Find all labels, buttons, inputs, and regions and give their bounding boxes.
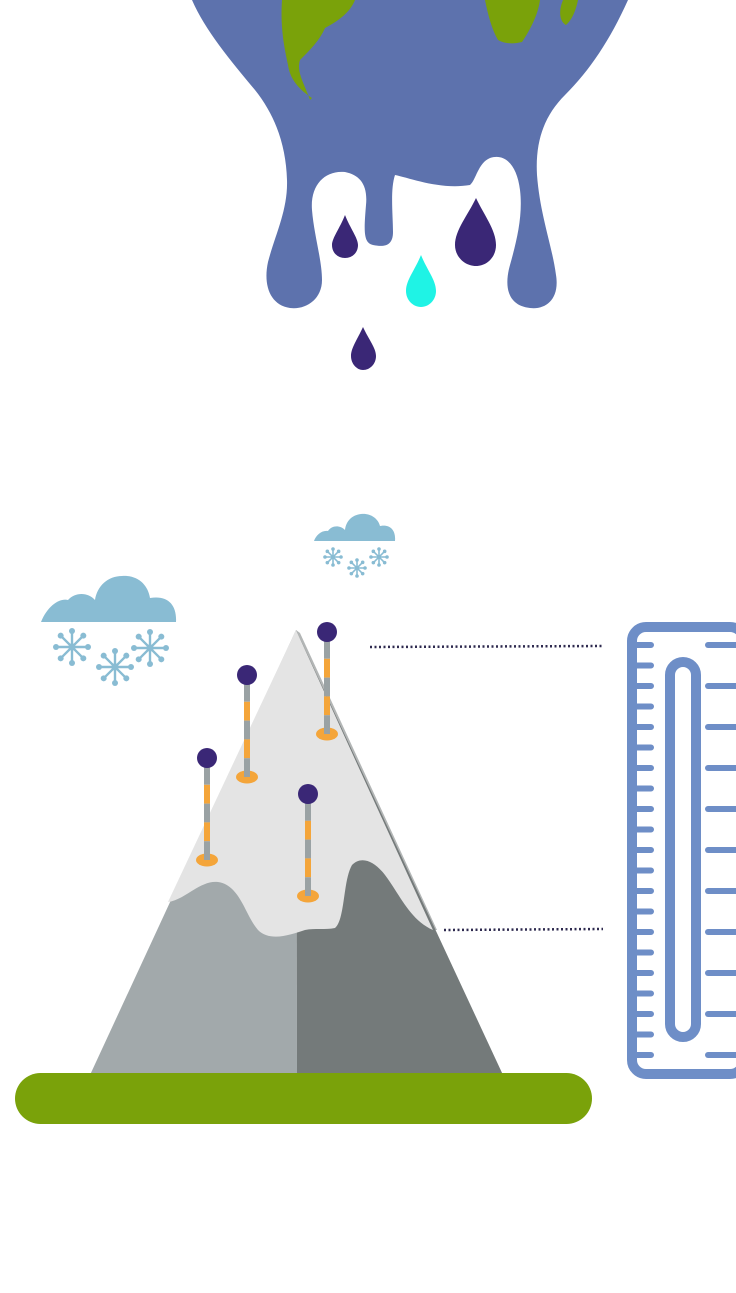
cloud-shape bbox=[41, 576, 176, 622]
water-drop-icon bbox=[351, 327, 376, 370]
ground-strip bbox=[15, 1073, 592, 1124]
leader-line-top bbox=[370, 646, 603, 647]
snowflake-icon bbox=[347, 558, 367, 578]
snowflake-icon bbox=[53, 628, 91, 666]
leader-line-bottom bbox=[444, 929, 603, 930]
snow-cloud-icon bbox=[41, 576, 176, 686]
snowy-mountain-icon bbox=[90, 630, 503, 1075]
cloud-shape bbox=[314, 514, 395, 541]
globe-body bbox=[192, 0, 628, 308]
snowflake-icon bbox=[131, 629, 169, 667]
snowflake-icon bbox=[369, 547, 389, 567]
water-drops bbox=[332, 198, 496, 370]
snowflake-icon bbox=[323, 547, 343, 567]
water-drop-icon bbox=[406, 255, 436, 307]
thermometer-icon bbox=[632, 627, 736, 1074]
water-drop-icon bbox=[332, 215, 358, 258]
snowflake-icon bbox=[96, 648, 134, 686]
thermometer-tube bbox=[670, 662, 696, 1037]
water-drop-icon bbox=[455, 198, 496, 266]
snow-cloud-icon bbox=[314, 514, 395, 578]
thermometer-ticks bbox=[637, 645, 736, 1055]
melting-globe-icon bbox=[192, 0, 628, 308]
